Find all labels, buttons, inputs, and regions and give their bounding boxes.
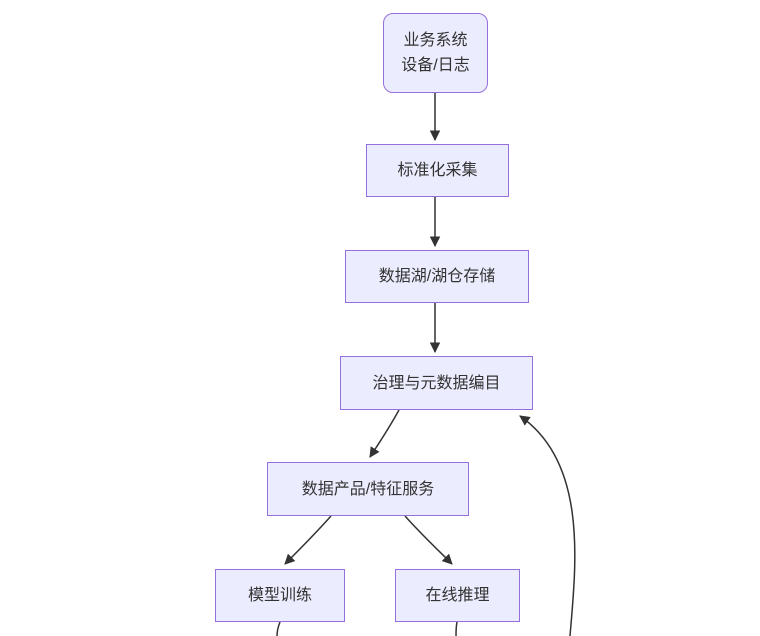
edge-governance-product xyxy=(369,409,400,458)
node-business-source-line2: 设备/日志 xyxy=(401,57,470,74)
node-datalake-storage: 数据湖/湖仓存储 xyxy=(345,250,529,303)
node-business-source: 业务系统 设备/日志 xyxy=(383,13,488,93)
node-data-product-feature-service: 数据产品/特征服务 xyxy=(267,462,469,516)
node-online-inference: 在线推理 xyxy=(395,569,520,622)
edge-feedback-governance xyxy=(519,415,576,636)
node-governance-catalog-label: 治理与元数据编目 xyxy=(372,374,501,392)
node-data-product-feature-service-label: 数据产品/特征服务 xyxy=(301,480,435,498)
node-standardized-collection-label: 标准化采集 xyxy=(397,162,478,179)
node-standardized-collection: 标准化采集 xyxy=(366,144,509,197)
node-datalake-storage-label: 数据湖/湖仓存储 xyxy=(378,268,496,285)
edge-product-training xyxy=(284,515,332,565)
node-business-source-line1: 业务系统 xyxy=(403,32,468,49)
node-model-training-label: 模型训练 xyxy=(247,587,312,604)
node-model-training: 模型训练 xyxy=(215,569,345,622)
node-online-inference-label: 在线推理 xyxy=(425,587,490,604)
edge-training-offscreen xyxy=(276,621,281,636)
edge-inference-offscreen xyxy=(455,621,458,636)
node-governance-catalog: 治理与元数据编目 xyxy=(340,356,533,410)
edge-product-inference xyxy=(404,515,453,565)
